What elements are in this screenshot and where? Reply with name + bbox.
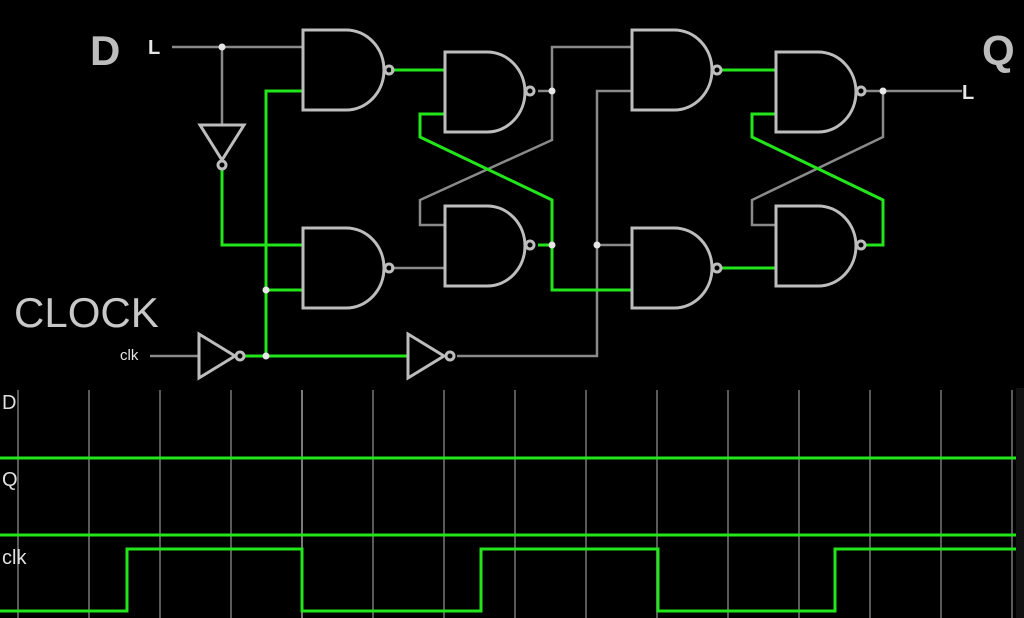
wire-master-cross-b [418,112,632,292]
wires-low [150,45,962,358]
nand-gate-master-2[interactable] [301,226,395,310]
d-input-pin-state[interactable]: L [148,37,161,59]
nand-gate-master-latch-1[interactable] [443,50,536,134]
wire-master-cross-a [418,91,554,227]
nand-gate-master-1[interactable] [301,28,395,112]
wire-dbar [220,168,303,247]
nand-gate-slave-2[interactable] [630,226,723,310]
wire-slave-cross-b [750,112,885,247]
q-output-title: Q [982,27,1015,74]
wire-clk-to-g1 [264,89,303,356]
trace-clk-waveform [0,547,1024,613]
trace-label-clk: clk [2,547,27,569]
clk-input-pin[interactable]: clk [120,347,139,364]
inverter-clk-slave[interactable] [406,331,456,381]
inverter-clk-input[interactable] [197,331,246,381]
inverter-d[interactable] [197,123,247,171]
junction-dots [218,43,887,360]
d-input-title: D [90,27,121,74]
clock-title: CLOCK [14,289,159,336]
trace-label-d: D [2,392,17,414]
wire-clkbar-slave [457,89,632,358]
q-output-pin-state: L [962,82,975,104]
wire-slave-cross-a [750,91,885,227]
nand-gate-slave-latch-2[interactable] [774,204,867,288]
trace-label-q: Q [2,469,18,491]
timing-diagram [0,388,1024,618]
nand-gate-slave-latch-1[interactable] [774,50,867,134]
wires-high [220,68,885,358]
wire-master-q-slave [538,45,632,93]
nand-gate-slave-1[interactable] [630,28,723,112]
nand-gate-master-latch-2[interactable] [443,204,536,288]
